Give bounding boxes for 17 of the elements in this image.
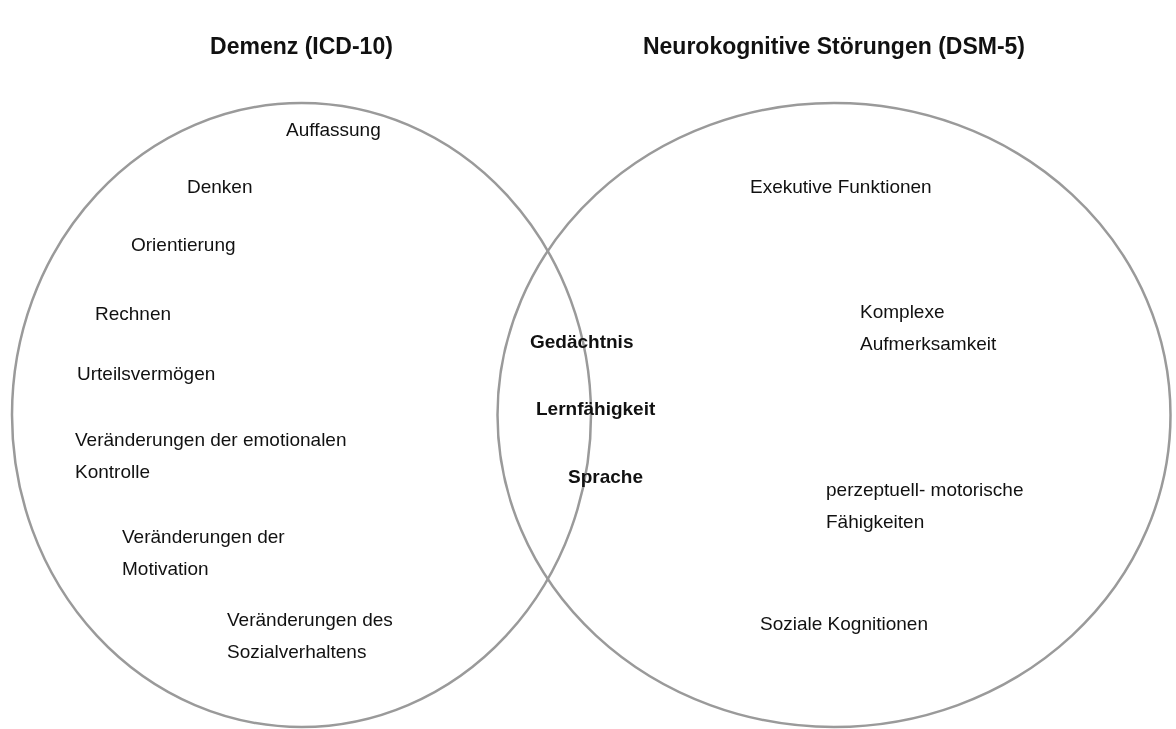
criterion-label: Sprache (568, 465, 643, 489)
criterion-label: Gedächtnis (530, 330, 634, 354)
criterion-label: Veränderungen der Motivation (122, 525, 286, 581)
criterion-label: Veränderungen der emotionalen Kontrolle (75, 428, 348, 484)
criterion-label: Rechnen (95, 302, 172, 326)
criterion-label: Komplexe Aufmerksamkeit (860, 300, 998, 356)
circle-heading: Demenz (ICD-10) (209, 33, 394, 60)
criterion-label: Auffassung (286, 118, 381, 142)
criterion-label: perzeptuell- motorische Fähigkeiten (826, 478, 1025, 534)
criterion-label: Lernfähigkeit (536, 397, 656, 421)
criterion-label: Soziale Kognitionen (760, 612, 928, 636)
criterion-label: Orientierung (131, 233, 236, 257)
circle-heading: Neurokognitive Störungen (DSM-5) (641, 33, 1027, 60)
criterion-label: Veränderungen des Sozialverhaltens (227, 608, 394, 664)
criterion-label: Exekutive Funktionen (750, 175, 932, 199)
criterion-label: Denken (187, 175, 253, 199)
criterion-label: Urteilsvermögen (77, 362, 216, 386)
